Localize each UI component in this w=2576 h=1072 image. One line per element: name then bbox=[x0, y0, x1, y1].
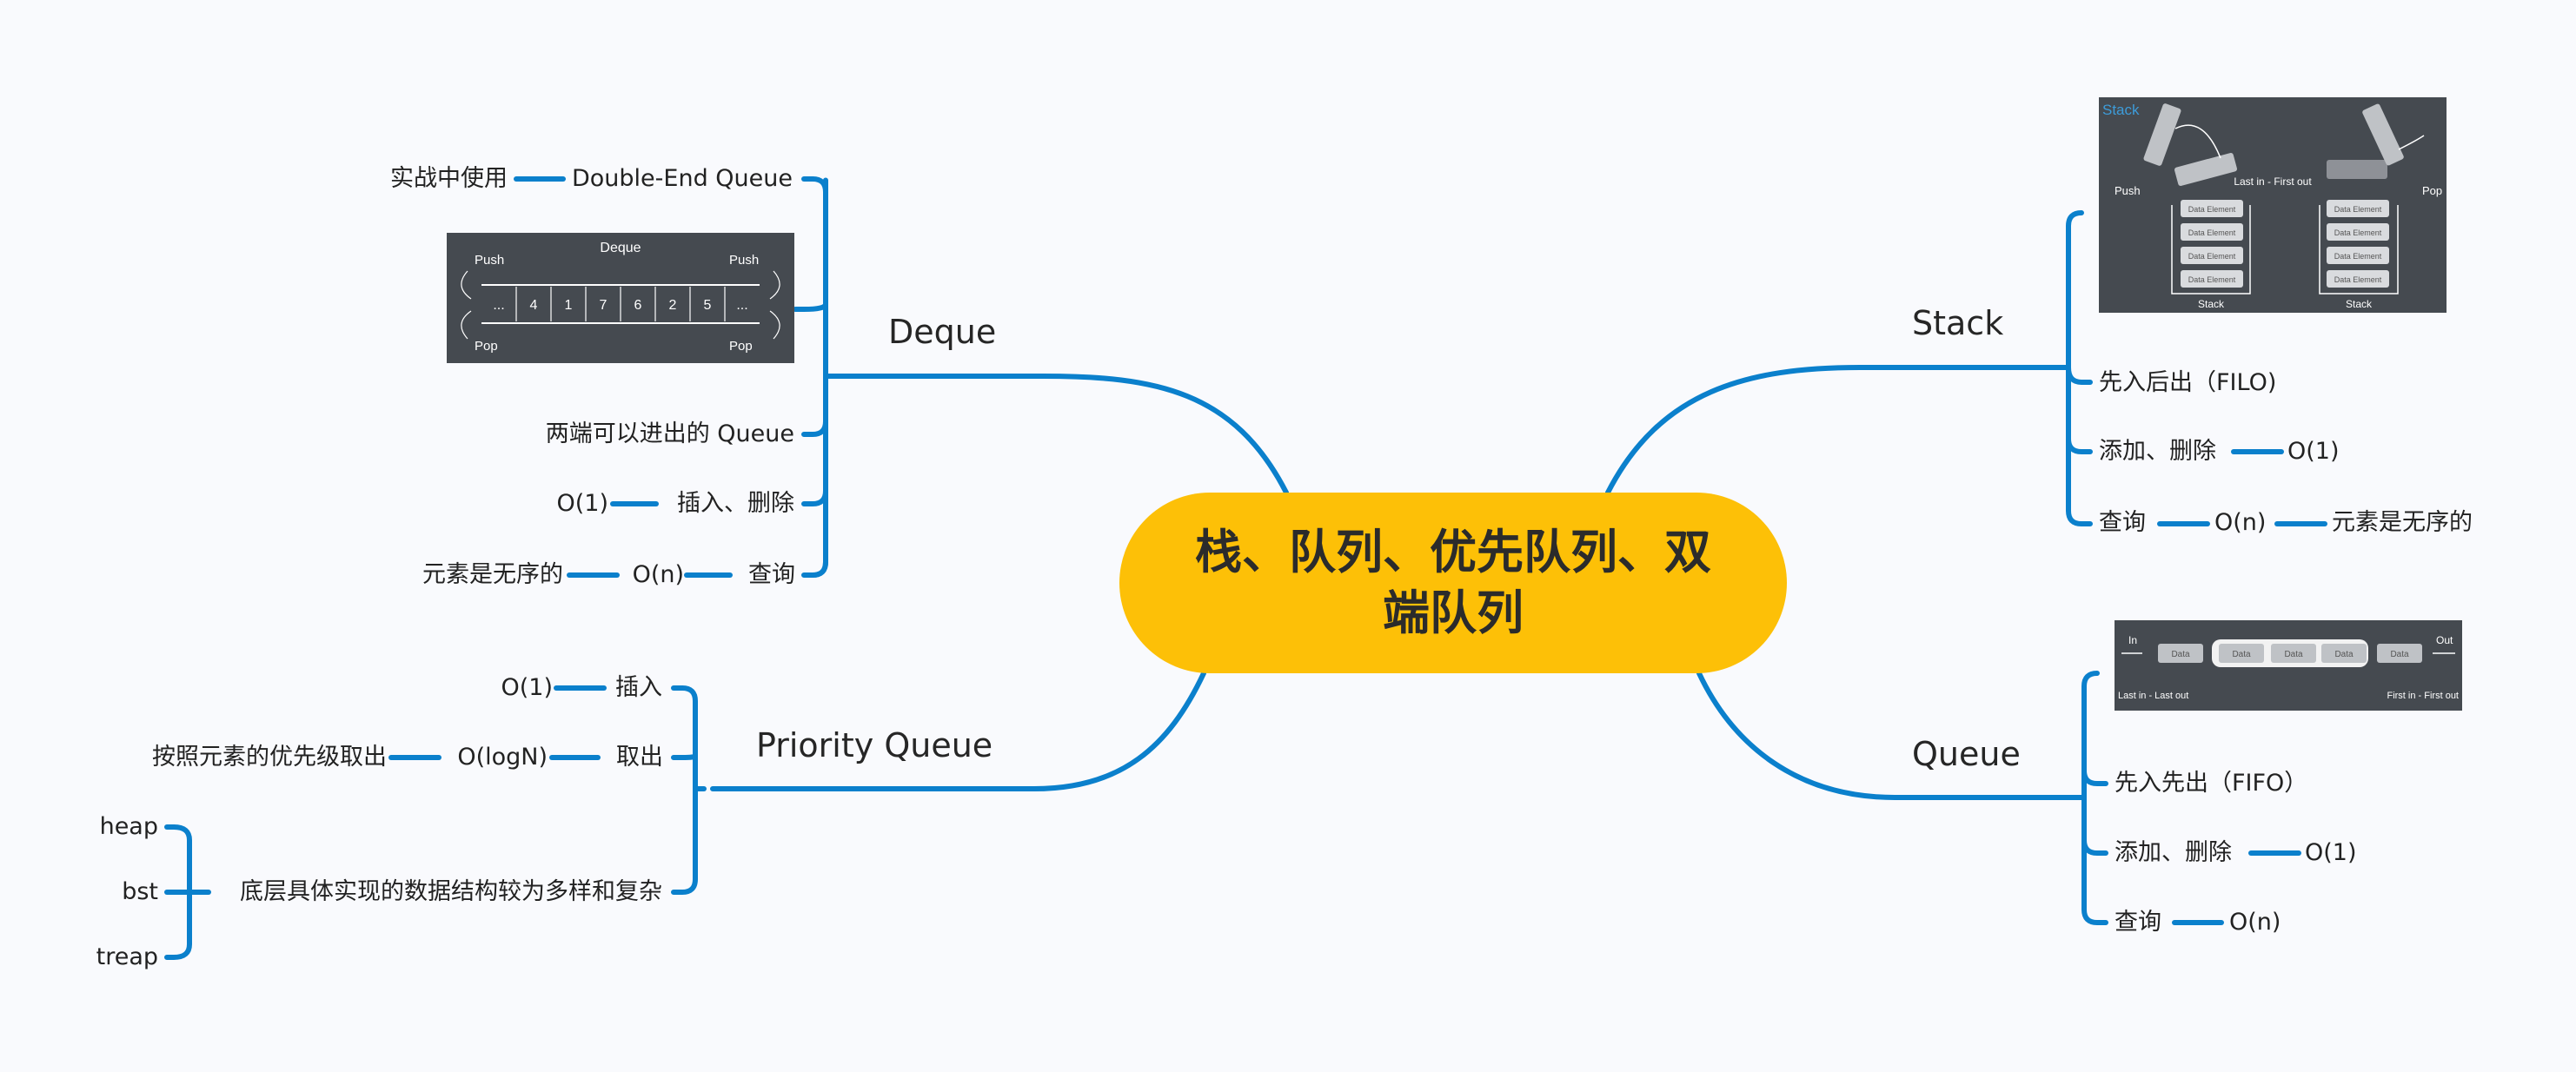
queue-topic[interactable]: Queue bbox=[1912, 735, 2021, 773]
pq-pop-note[interactable]: 按照元素的优先级取出 bbox=[152, 744, 387, 771]
stack-element: Data Element bbox=[2188, 228, 2236, 237]
deque-image-title: Deque bbox=[600, 241, 641, 255]
deque-image-push-left: Push bbox=[475, 253, 504, 268]
queue-cell: Data bbox=[2284, 650, 2303, 659]
queue-cell: Data bbox=[2171, 650, 2190, 659]
stack-add-delete-cost[interactable]: O(1) bbox=[2287, 438, 2340, 465]
stack-add-delete[interactable]: 添加、删除 bbox=[2099, 438, 2216, 465]
pq-impl-heap[interactable]: heap bbox=[99, 813, 158, 840]
stack-element: Data Element bbox=[2334, 228, 2382, 237]
queue-image-caption-left: Last in - Last out bbox=[2118, 691, 2188, 701]
queue-query[interactable]: 查询 bbox=[2115, 909, 2161, 936]
pq-impl-bst[interactable]: bst bbox=[122, 878, 158, 905]
queue-fifo[interactable]: 先入先出（FIFO） bbox=[2115, 770, 2308, 797]
queue-image-in: In bbox=[2128, 634, 2137, 646]
deque-image-pop-left: Pop bbox=[475, 339, 498, 354]
pq-insert-cost[interactable]: O(1) bbox=[501, 674, 554, 701]
pq-impl[interactable]: 底层具体实现的数据结构较为多样和复杂 bbox=[240, 878, 662, 905]
queue-cell: Data bbox=[2232, 650, 2251, 659]
deque-cell: 5 bbox=[704, 298, 712, 313]
queue-image: In Out Data Data Data Data Data Last in … bbox=[2115, 620, 2462, 711]
stack-image-base: Stack bbox=[2346, 298, 2373, 310]
queue-add-delete-cost[interactable]: O(1) bbox=[2305, 839, 2357, 866]
deque-query[interactable]: 查询 bbox=[748, 561, 795, 588]
stack-element: Data Element bbox=[2334, 275, 2382, 284]
deque-cell: ... bbox=[736, 298, 747, 313]
deque-image: Deque Push Push Pop Pop ... 4 1 7 6 2 5 … bbox=[447, 233, 794, 363]
deque-insert-delete[interactable]: 插入、删除 bbox=[677, 490, 794, 517]
pq-impl-treap[interactable]: treap bbox=[96, 943, 158, 970]
deque-double-end-queue[interactable]: Double-End Queue bbox=[571, 165, 793, 192]
branch-line-deque bbox=[823, 374, 1289, 495]
queue-image-out: Out bbox=[2436, 634, 2453, 646]
deque-unordered[interactable]: 元素是无序的 bbox=[422, 561, 563, 588]
stack-element: Data Element bbox=[2188, 205, 2236, 214]
deque-two-ends[interactable]: 两端可以进出的 Queue bbox=[545, 420, 794, 447]
queue-add-delete[interactable]: 添加、删除 bbox=[2115, 839, 2232, 866]
queue-query-cost[interactable]: O(n) bbox=[2229, 909, 2281, 936]
queue-image-caption-right: First in - First out bbox=[2387, 691, 2459, 701]
priority-queue-topic[interactable]: Priority Queue bbox=[756, 726, 993, 764]
branch-line-stack bbox=[1605, 365, 2071, 495]
deque-cell: 6 bbox=[634, 298, 642, 313]
stack-image: Stack Push Pop Last in - First out Data … bbox=[2099, 97, 2447, 313]
deque-cell: 7 bbox=[600, 298, 607, 313]
stack-image-title: Stack bbox=[2102, 102, 2140, 118]
stack-element: Data Element bbox=[2334, 252, 2382, 261]
deque-cell: 2 bbox=[669, 298, 677, 313]
deque-insert-delete-cost[interactable]: O(1) bbox=[556, 490, 609, 517]
branch-line-priority-queue bbox=[710, 671, 1206, 791]
stack-unordered[interactable]: 元素是无序的 bbox=[2332, 509, 2473, 536]
deque-image-push-right: Push bbox=[729, 253, 759, 268]
deque-topic[interactable]: Deque bbox=[888, 313, 997, 351]
pq-insert[interactable]: 插入 bbox=[615, 674, 662, 701]
pq-pop[interactable]: 取出 bbox=[616, 744, 663, 771]
stack-element: Data Element bbox=[2334, 205, 2382, 214]
deque-query-cost[interactable]: O(n) bbox=[632, 561, 684, 588]
queue-cell: Data bbox=[2334, 650, 2354, 659]
pq-pop-cost[interactable]: O(logN) bbox=[457, 744, 548, 771]
deque-cell: 4 bbox=[530, 298, 538, 313]
stack-element: Data Element bbox=[2188, 275, 2236, 284]
deque-cell: 1 bbox=[565, 298, 573, 313]
root-topic[interactable]: 栈、队列、优先队列、双端队列 bbox=[1119, 493, 1787, 673]
stack-image-push: Push bbox=[2115, 184, 2141, 197]
queue-cell: Data bbox=[2390, 650, 2409, 659]
root-title: 栈、队列、优先队列、双端队列 bbox=[1195, 525, 1711, 640]
stack-topic[interactable]: Stack bbox=[1912, 304, 2004, 342]
deque-image-pop-right: Pop bbox=[729, 339, 753, 354]
stack-query-cost[interactable]: O(n) bbox=[2214, 509, 2267, 536]
deque-usage[interactable]: 实战中使用 bbox=[390, 165, 508, 192]
stack-element: Data Element bbox=[2188, 252, 2236, 261]
stack-image-pop: Pop bbox=[2422, 184, 2442, 197]
branch-line-queue bbox=[1696, 671, 2084, 800]
stack-query[interactable]: 查询 bbox=[2099, 509, 2146, 536]
deque-cell: ... bbox=[493, 298, 504, 313]
stack-image-base: Stack bbox=[2198, 298, 2225, 310]
stack-image-caption: Last in - First out bbox=[2234, 175, 2312, 188]
stack-filo[interactable]: 先入后出（FILO) bbox=[2099, 369, 2277, 396]
